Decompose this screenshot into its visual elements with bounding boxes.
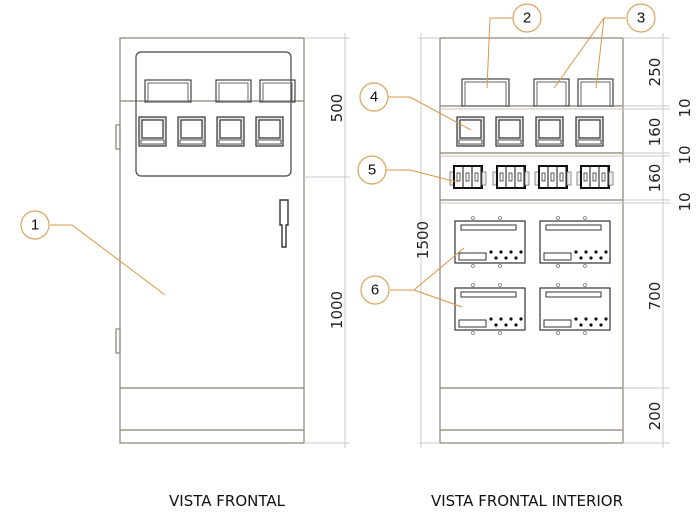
top-meter: [259, 79, 296, 103]
interior-panel-meters: [456, 116, 604, 147]
svg-text:1: 1: [31, 217, 39, 234]
front-cabinet-outline: [119, 37, 305, 444]
callout-1: 1: [20, 210, 50, 240]
breaker-group: [576, 165, 614, 189]
callout-3: 3: [626, 3, 656, 33]
top-meter: [577, 78, 614, 107]
dim-160-b: 160: [646, 164, 664, 193]
panel-meter: [535, 116, 564, 147]
front-top-meters: [144, 79, 296, 103]
distribution-module: [539, 216, 611, 268]
distribution-module: [454, 283, 526, 335]
dim-10-b: 10: [676, 145, 694, 164]
panel-meter: [216, 116, 245, 147]
dim-700: 700: [646, 282, 664, 311]
front-window-panel: [135, 51, 292, 177]
view-title-front: VISTA FRONTAL: [169, 492, 286, 510]
dim-500: 500: [328, 94, 346, 123]
front-panel-meters: [138, 116, 284, 147]
door-handle[interactable]: [279, 199, 289, 248]
callout-leaders: [50, 17, 626, 308]
callout-5: 5: [357, 155, 387, 185]
panel-meter: [456, 116, 485, 147]
svg-text:4: 4: [370, 89, 378, 106]
dim-10-a: 10: [676, 98, 694, 117]
svg-text:2: 2: [523, 10, 531, 27]
callout-4: 4: [359, 82, 389, 112]
interior-modules: [454, 216, 611, 335]
front-view: [115, 37, 305, 444]
top-meter: [533, 78, 570, 107]
svg-text:5: 5: [368, 162, 376, 179]
panel-meter: [255, 116, 284, 147]
distribution-module: [539, 283, 611, 335]
svg-text:3: 3: [637, 10, 645, 27]
breaker-group: [534, 165, 572, 189]
breaker-group: [449, 165, 487, 189]
dim-160-a: 160: [646, 118, 664, 147]
top-meter: [144, 79, 192, 103]
top-meter: [215, 79, 252, 103]
dim-200: 200: [646, 402, 664, 431]
top-meter: [461, 78, 510, 107]
interior-breaker-row: [449, 165, 614, 189]
dim-10-c: 10: [676, 192, 694, 211]
interior-cabinet-outline: [439, 37, 624, 444]
dim-250: 250: [646, 58, 664, 87]
interior-top-meters: [461, 78, 614, 107]
interior-view: [439, 37, 624, 444]
panel-meter: [575, 116, 604, 147]
callout-2: 2: [512, 3, 542, 33]
front-dimensions: 500 1000: [304, 33, 350, 448]
dim-1500: 1500: [414, 221, 432, 259]
panel-meter: [177, 116, 206, 147]
distribution-module: [454, 216, 526, 268]
view-title-interior: VISTA FRONTAL INTERIOR: [431, 492, 623, 510]
hinge-bottom: [115, 328, 121, 354]
svg-text:6: 6: [371, 282, 379, 299]
panel-meter: [495, 116, 524, 147]
dim-1000: 1000: [328, 291, 346, 329]
panel-meter: [138, 116, 167, 147]
interior-dimensions: 1500 250 10 160 10 160 10 700 200: [414, 33, 694, 448]
callout-6: 6: [360, 275, 390, 305]
breaker-group: [492, 165, 530, 189]
hinge-top: [115, 124, 121, 150]
